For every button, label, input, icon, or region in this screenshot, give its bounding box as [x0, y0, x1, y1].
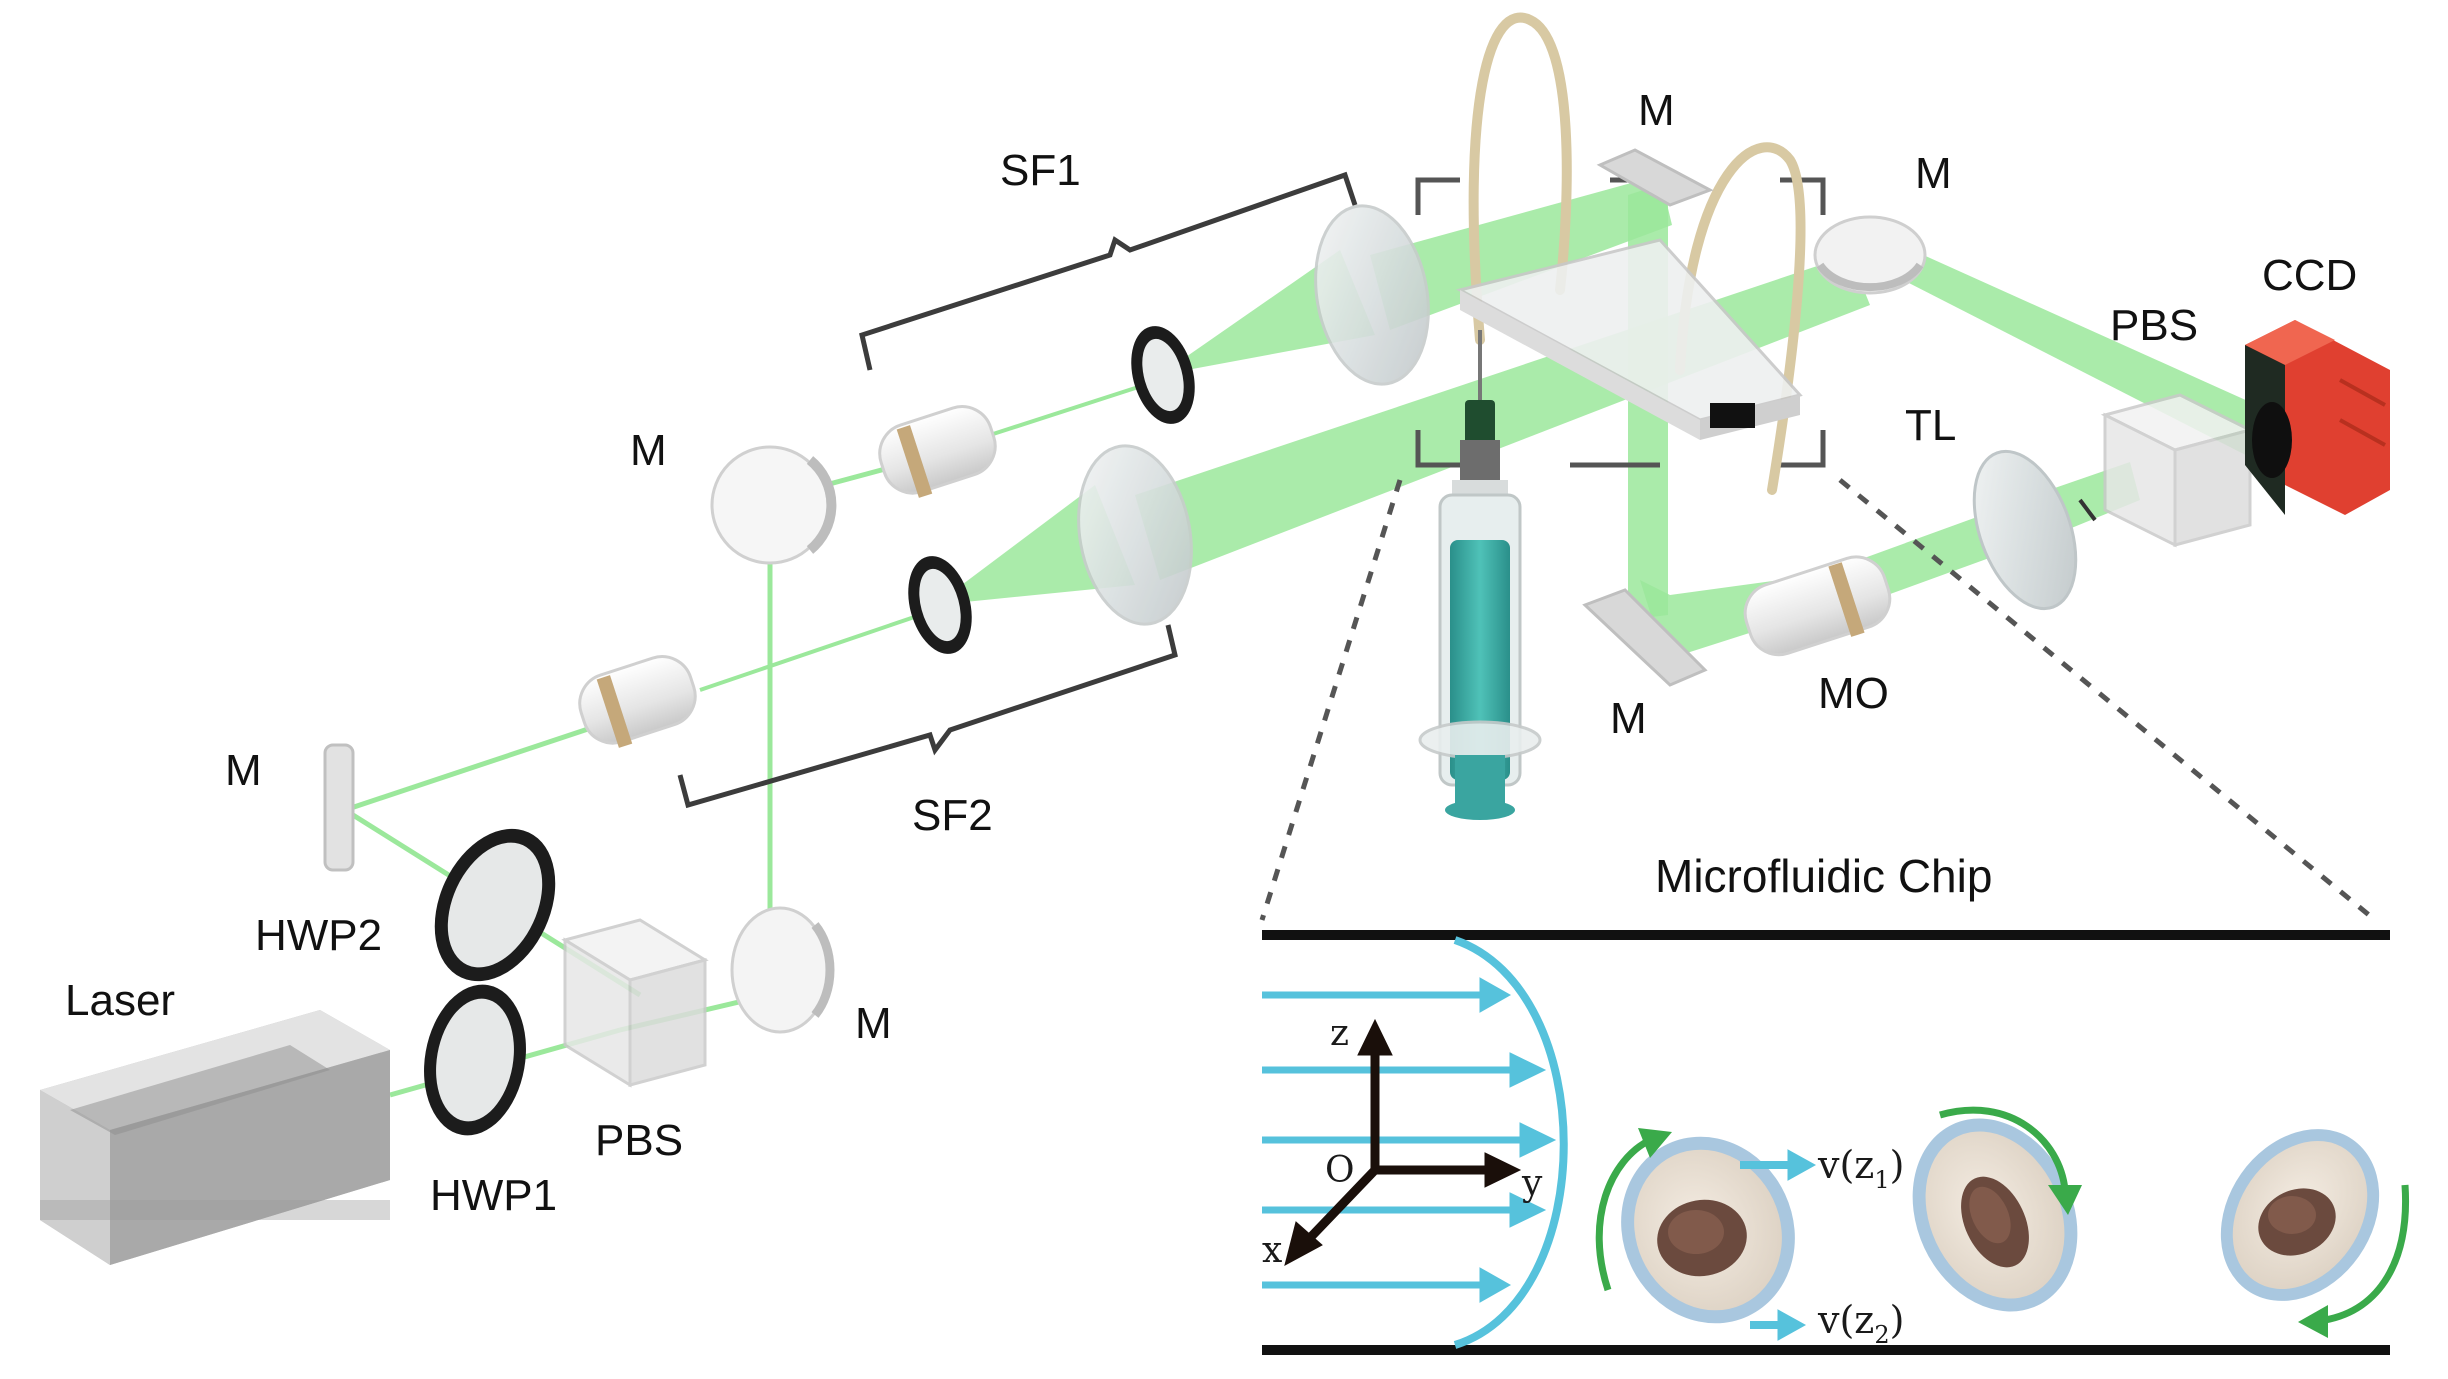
beam-wide-upper — [1370, 175, 1672, 330]
rotation-arrow-cell-3 — [2324, 1184, 2410, 1324]
label-m-top-right: M — [1915, 149, 1952, 198]
tube-left — [1468, 12, 1572, 345]
rotation-arrow-cell-1 — [1595, 1136, 1652, 1292]
axis-x — [1304, 1166, 1379, 1244]
sf1-objective — [878, 405, 997, 498]
cell-2 — [1912, 1118, 2078, 1312]
zoom-line-right — [1838, 478, 2377, 922]
chip-holder — [1455, 238, 1803, 440]
corner-bottom-right — [1780, 430, 1826, 468]
tube-lens — [1972, 449, 2097, 611]
axis-z-label: z — [1330, 1013, 1349, 1054]
beam-mirror-left-to-sf2 — [344, 722, 601, 813]
label-m-top-center: M — [1638, 86, 1675, 135]
pbs-left-cube — [561, 918, 709, 1088]
mirror-left-middle — [323, 743, 355, 872]
rotation-arrowheads — [1638, 1128, 2328, 1338]
label-hwp2: HWP2 — [255, 911, 382, 960]
inset-microfluidic: z y x O — [1262, 930, 2410, 1355]
ccd-camera — [2245, 320, 2390, 515]
mirror-left-upper — [710, 445, 837, 565]
sf1-lens — [1314, 204, 1430, 386]
label-pbs-right: PBS — [2110, 301, 2198, 350]
corner-bottom-left — [1415, 430, 1460, 468]
chip-region-markers — [1259, 177, 2377, 922]
label-ccd: CCD — [2262, 251, 2357, 300]
label-mo: MO — [1818, 669, 1889, 718]
beam-sf2-obj-to-pinhole — [699, 608, 936, 692]
sf1-pinhole — [1131, 326, 1195, 424]
label-m-bottom-left: M — [855, 999, 892, 1048]
zoom-line-left — [1259, 479, 1403, 921]
tubing — [1468, 12, 1806, 495]
chip-connector — [1710, 403, 1755, 428]
label-pbs-left: PBS — [595, 1116, 683, 1165]
velocity-label-1: v(z1) — [1817, 1143, 1904, 1194]
mirror-top-right — [1813, 215, 1927, 295]
velocity-label-2: v(z2) — [1817, 1298, 1904, 1349]
axis-origin-label: O — [1325, 1150, 1355, 1191]
label-m-left-upper: M — [630, 426, 667, 475]
rotation-arrow-cell-2 — [1939, 1106, 2069, 1191]
beam-sf1-obj-to-pinhole — [989, 378, 1161, 437]
label-m-left-lower: M — [225, 746, 262, 795]
axis-x-label: x — [1262, 1230, 1282, 1271]
sf1-bracket — [859, 171, 1358, 371]
cell-3 — [2220, 1129, 2380, 1301]
velocity-arrows — [1740, 1149, 1817, 1341]
inset-title: Microfluidic Chip — [1655, 850, 1992, 902]
label-sf2: SF2 — [912, 791, 993, 840]
hwp1 — [424, 984, 526, 1136]
syringe — [1418, 330, 1542, 820]
flow-profile-curve — [1453, 936, 1568, 1349]
hwp2 — [434, 828, 556, 982]
mirror-left-lower — [730, 906, 835, 1034]
sf2-pinhole — [908, 556, 972, 654]
syringe-liquid — [1450, 540, 1510, 780]
microscope-objective — [1743, 555, 1892, 657]
pbs-right-cube — [2100, 393, 2255, 548]
label-laser: Laser — [65, 976, 175, 1025]
axes — [1284, 1018, 1522, 1266]
sf2-lens — [1077, 444, 1193, 626]
corner-top-left — [1415, 177, 1460, 215]
rotation-arrows — [1595, 1106, 2410, 1324]
label-hwp1: HWP1 — [430, 1171, 557, 1220]
tube-right — [1675, 142, 1806, 495]
sf2-objective — [578, 655, 697, 748]
axis-y-label: y — [1521, 1163, 1543, 1204]
mirror-bottom-center — [1582, 588, 1708, 687]
label-sf1: SF1 — [1000, 146, 1081, 195]
sf2-bracket — [677, 624, 1178, 809]
flow-arrows — [1262, 977, 1557, 1303]
cell-1 — [1621, 1136, 1795, 1324]
label-m-bottom-center: M — [1610, 694, 1647, 743]
mirror-top-center — [1596, 148, 1714, 207]
laser-device — [40, 1010, 390, 1265]
label-tl: TL — [1905, 401, 1956, 450]
